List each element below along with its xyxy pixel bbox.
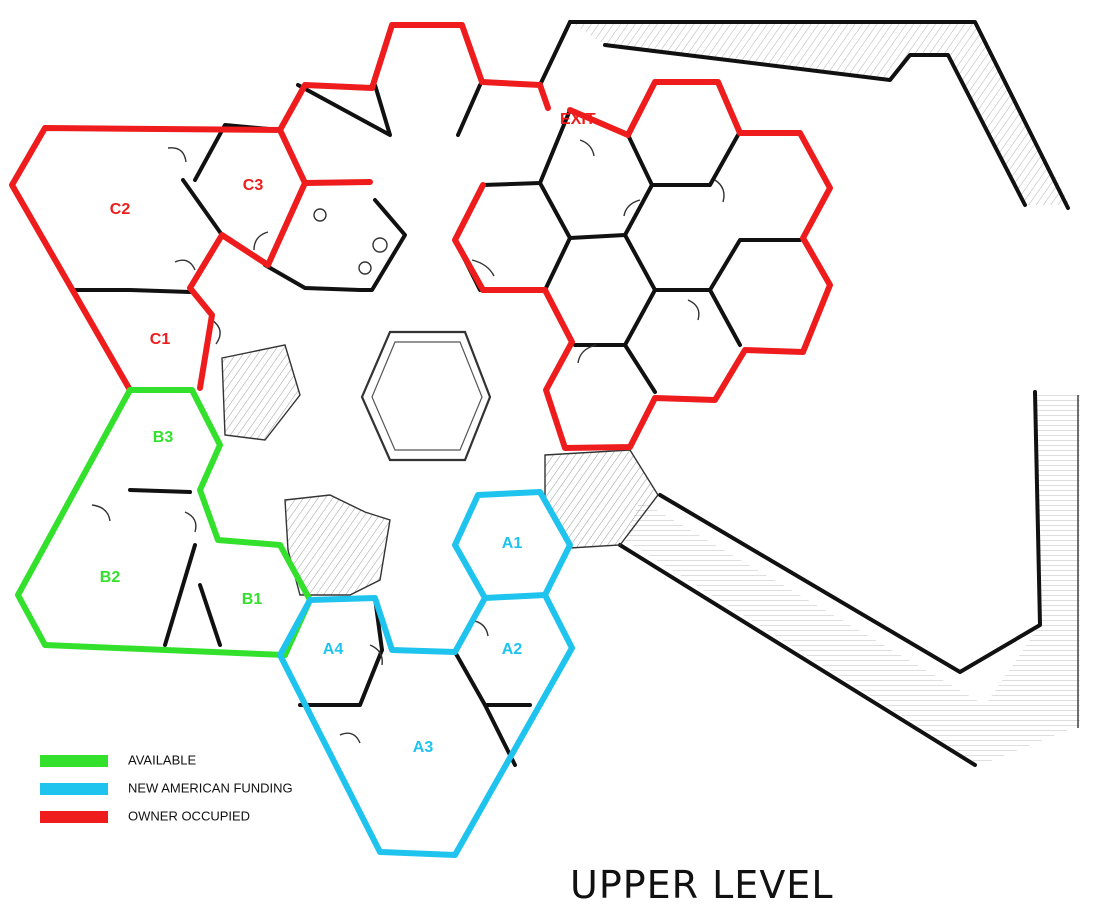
zone-b2-outline	[15, 387, 288, 658]
owner-occupied-zones	[9, 22, 833, 451]
unit-label-c3: C3	[243, 177, 264, 194]
legend-item-owner-occupied: OWNER OCCUPIED	[40, 808, 250, 823]
unit-label-a4: A4	[323, 641, 344, 658]
zone-c3-lower	[187, 180, 308, 391]
exit-label: EXIT	[560, 111, 596, 128]
legend-label-available: AVAILABLE	[128, 752, 196, 767]
legend-label-owner-occupied: OWNER OCCUPIED	[128, 808, 250, 823]
legend: AVAILABLE NEW AMERICAN FUNDING OWNER OCC…	[40, 752, 293, 823]
unit-label-b1: B1	[242, 591, 263, 608]
central-atrium	[360, 330, 492, 462]
legend-label-new-american-funding: NEW AMERICAN FUNDING	[128, 780, 293, 795]
unit-label-a3: A3	[413, 739, 434, 756]
legend-swatch-available	[40, 755, 108, 767]
unit-labels: C2 C3 C1 B3 B2 B1 A1 A2 A4 A3	[100, 177, 523, 756]
legend-swatch-owner-occupied	[40, 811, 108, 823]
unit-label-c2: C2	[110, 201, 131, 218]
page-title: UPPER LEVEL	[570, 863, 834, 907]
unit-label-a2: A2	[502, 641, 523, 658]
nafunding-zones	[277, 489, 575, 858]
stairs-upper-left	[221, 344, 301, 441]
unit-label-b3: B3	[153, 429, 174, 446]
legend-item-new-american-funding: NEW AMERICAN FUNDING	[40, 780, 293, 795]
upper-right-corridor	[538, 20, 1070, 210]
unit-label-a1: A1	[502, 535, 523, 552]
zone-c3-outline	[277, 127, 373, 186]
legend-swatch-new-american-funding	[40, 783, 108, 795]
zone-c2-outline	[9, 22, 551, 393]
zone-a1-outline	[277, 489, 575, 858]
unit-label-c1: C1	[150, 331, 171, 348]
restroom-core	[263, 198, 407, 292]
unit-label-b2: B2	[100, 569, 121, 586]
interior-walls	[73, 83, 802, 767]
lower-right-corridor	[618, 390, 1080, 767]
legend-item-available: AVAILABLE	[40, 752, 196, 767]
zone-b3-outline	[127, 387, 283, 548]
zone-right-cluster	[452, 79, 833, 451]
door-swings	[91, 139, 725, 744]
